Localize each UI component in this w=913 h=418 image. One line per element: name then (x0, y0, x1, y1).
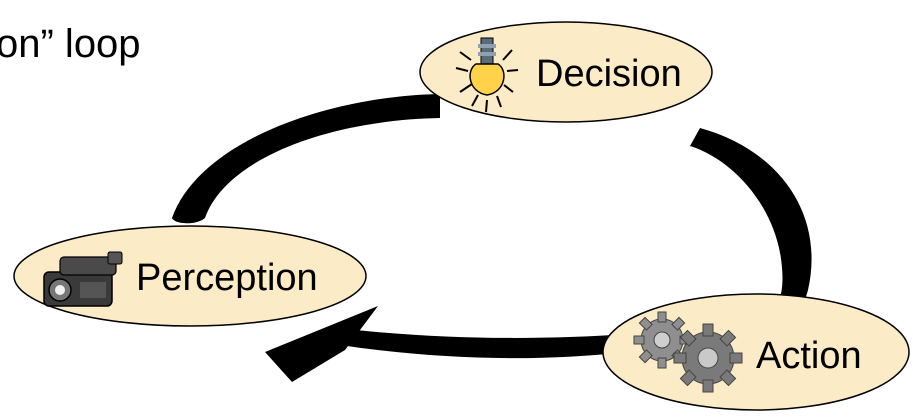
lightbulb-icon (455, 37, 519, 113)
action-node: Action (602, 293, 910, 411)
action-label: Action (756, 335, 862, 377)
decision-node: Decision (419, 21, 713, 123)
decision-label: Decision (536, 53, 682, 95)
camcorder-icon (43, 251, 123, 307)
gears-icon (633, 311, 743, 393)
slide-title: on” loop (0, 22, 141, 66)
perception-node: Perception (13, 225, 367, 327)
perception-label: Perception (136, 257, 318, 299)
loop-arrowhead (265, 306, 378, 382)
